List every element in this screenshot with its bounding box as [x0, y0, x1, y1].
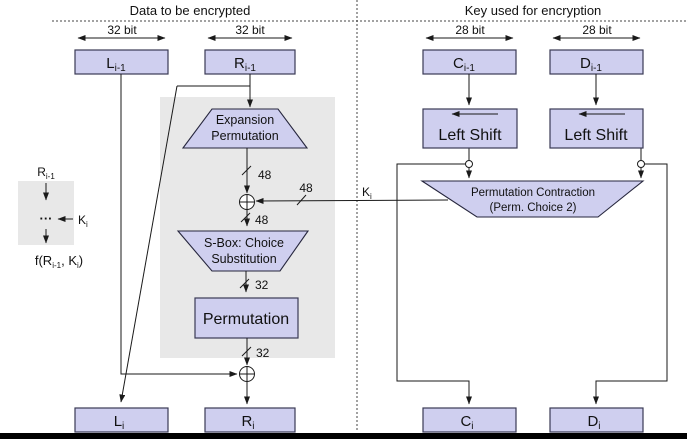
register-d-prev: Di-1	[549, 49, 644, 75]
width-label-c: 28 bit	[455, 23, 485, 37]
register-d-prev-label: Di-1	[580, 55, 602, 74]
legend-input-label: Ri-1	[37, 165, 55, 181]
bottom-bar	[0, 433, 687, 439]
left-shift-d-shape	[549, 108, 644, 149]
bus-tick-sbox-out	[239, 278, 250, 289]
register-l-prev: Li-1	[74, 49, 169, 75]
register-l-prev-box	[74, 49, 169, 75]
register-l-next: Li	[74, 407, 169, 433]
sbox-shape	[176, 230, 310, 272]
left-shift-c-shape	[422, 108, 518, 149]
bus-label-xor-out: 48	[255, 213, 269, 227]
register-c-next: Ci	[422, 407, 517, 433]
bus-tick-xor-out	[240, 212, 251, 223]
permutation-shape	[194, 297, 299, 339]
perm-contraction-line1: Permutation Contraction	[471, 187, 595, 199]
register-l-next-box	[74, 407, 169, 433]
register-r-prev: Ri-1	[204, 49, 296, 75]
bus-label-expansion-out: 48	[258, 168, 272, 182]
heading-key: Key used for encryption	[465, 3, 602, 18]
legend-output-label: f(Ri-1, Ki)	[35, 253, 83, 270]
register-l-prev-label: Li-1	[106, 55, 126, 74]
perm-contraction-line2: (Perm. Choice 2)	[490, 202, 577, 214]
register-r-next-box	[204, 407, 296, 433]
register-c-prev-label: Ci-1	[453, 55, 475, 74]
register-d-next-box	[549, 407, 644, 433]
register-c-prev: Ci-1	[422, 49, 517, 75]
register-r-prev-label: Ri-1	[234, 55, 256, 74]
expansion-permutation-block: Expansion Permutation	[181, 108, 309, 149]
bus-label-perm-out: 32	[256, 346, 270, 360]
perm-contraction-shape	[420, 180, 645, 218]
perm-contraction-block: Permutation Contraction (Perm. Choice 2)	[420, 180, 645, 218]
legend-dots: ···	[40, 211, 53, 226]
r-prev-to-l-next-arrow	[119, 85, 178, 403]
expansion-line2: Permutation	[211, 129, 278, 143]
heading-data: Data to be encrypted	[130, 3, 251, 18]
l-prev-to-xor-arrow	[120, 74, 238, 377]
left-shift-d-block: Left Shift	[549, 108, 644, 149]
width-label-l: 32 bit	[107, 23, 137, 37]
key-label: Ki	[362, 185, 372, 201]
expansion-line1: Expansion	[216, 113, 274, 127]
register-d-prev-box	[549, 49, 644, 75]
loop-to-d-next-arrow	[593, 163, 668, 405]
bus-label-sbox-out: 32	[255, 278, 269, 292]
permutation-block: Permutation	[194, 297, 299, 339]
key-flow-lines	[396, 74, 668, 405]
sbox-line1: S-Box: Choice	[204, 236, 284, 250]
register-c-next-label: Ci	[460, 413, 473, 432]
register-d-next-label: Di	[587, 413, 600, 432]
bus-label-key: 48	[299, 181, 313, 195]
bus-tick-key	[296, 194, 307, 206]
legend-key-label: Ki	[78, 213, 88, 229]
branch-node-d	[637, 160, 645, 168]
xor-key-node	[239, 194, 255, 210]
bus-tick-perm-out	[241, 346, 252, 357]
left-shift-c-label: Left Shift	[438, 127, 502, 144]
width-arrows: 32 bit 32 bit 28 bit 28 bit	[77, 23, 641, 41]
loop-to-c-next-arrow	[396, 163, 472, 405]
bus-tick-expansion-out	[241, 165, 252, 176]
left-shift-c-block: Left Shift	[422, 108, 518, 149]
expansion-permutation-shape	[181, 108, 309, 149]
sbox-line2: Substitution	[211, 252, 276, 266]
xor-output-node	[239, 366, 255, 382]
key-bus-arrow	[255, 197, 449, 204]
width-label-d: 28 bit	[582, 23, 612, 37]
data-flow-lines	[119, 74, 253, 403]
legend: Ri-1 ··· Ki f(Ri-1, Ki)	[35, 165, 88, 270]
register-l-next-label: Li	[114, 413, 125, 432]
register-r-next-label: Ri	[241, 413, 254, 432]
width-label-r: 32 bit	[235, 23, 265, 37]
sbox-block: S-Box: Choice Substitution	[176, 230, 310, 272]
left-shift-d-label: Left Shift	[564, 127, 628, 144]
branch-node-c	[465, 160, 473, 168]
register-c-next-box	[422, 407, 517, 433]
permutation-label: Permutation	[203, 311, 289, 328]
register-d-next: Di	[549, 407, 644, 433]
register-r-next: Ri	[204, 407, 296, 433]
